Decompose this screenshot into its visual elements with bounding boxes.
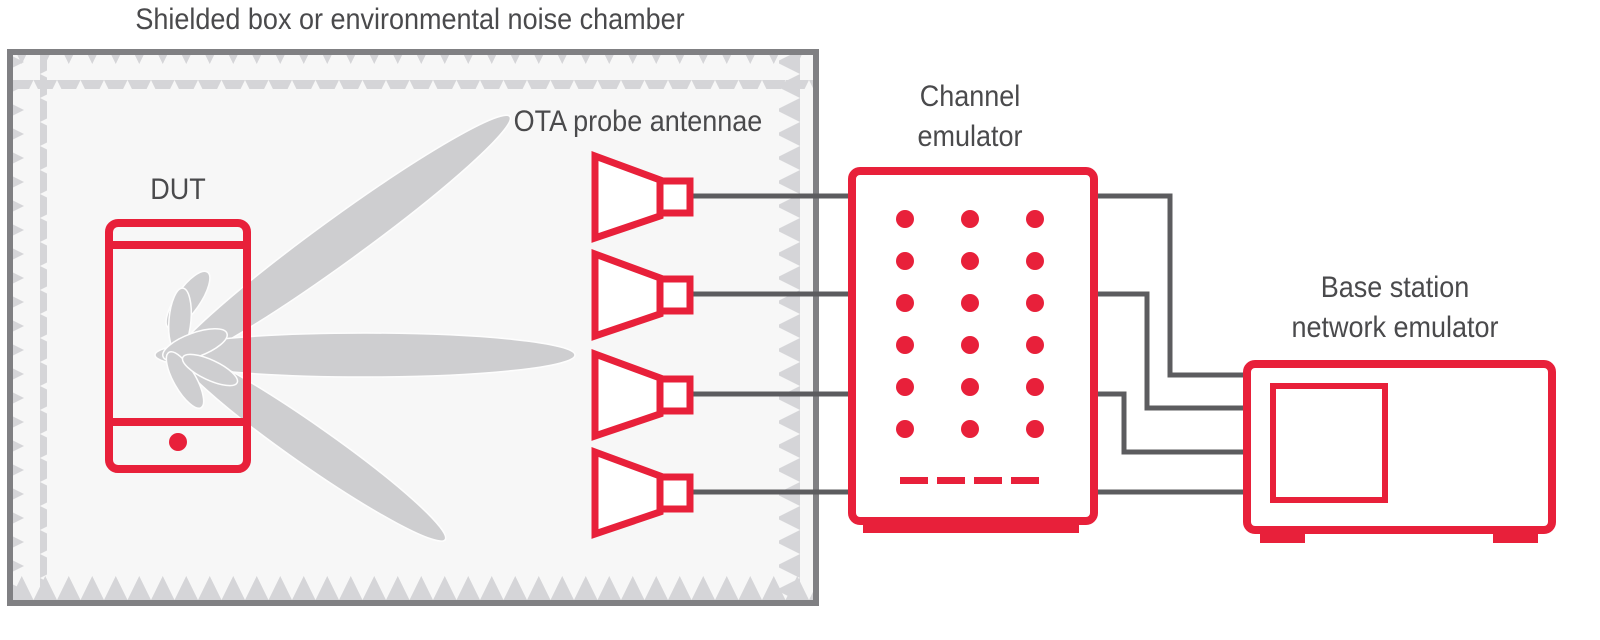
port-dot [961, 420, 979, 438]
base-station-label-line2: network emulator [1291, 311, 1499, 344]
rf-cables [691, 193, 1247, 495]
chamber-absorber-top [13, 55, 813, 89]
port-dot [961, 336, 979, 354]
port-dot [1026, 294, 1044, 312]
port-dot [961, 252, 979, 270]
ota-probe-antennas [591, 150, 694, 539]
cable-bs-1 [1094, 193, 1247, 378]
channel-emulator-label-line1: Channel [919, 80, 1021, 113]
port-dot [896, 252, 914, 270]
beam-lobe [154, 332, 576, 378]
channel-emulator-label-line2: emulator [917, 120, 1023, 153]
port-dot [961, 378, 979, 396]
port-dot [896, 336, 914, 354]
base-station-label-line1: Base station [1320, 271, 1470, 304]
channel-emulator-device [848, 167, 1098, 533]
port-dot [1026, 378, 1044, 396]
phone-home-button [169, 433, 187, 451]
dut-phone-icon [105, 219, 251, 473]
horn-antenna-icon [591, 348, 694, 441]
beam-lobe [181, 353, 239, 387]
horn-antenna-icon [591, 248, 694, 341]
chamber-absorber-bottom [13, 566, 813, 600]
cable-bs-3 [1094, 391, 1247, 455]
port-dot [1026, 210, 1044, 228]
radiation-pattern [154, 114, 576, 542]
port-dot [1026, 420, 1044, 438]
chamber-absorber-left [13, 55, 47, 600]
horn-antenna-icon [591, 150, 694, 243]
port-dot [896, 420, 914, 438]
base-station-emulator-device [1243, 360, 1556, 543]
chamber-label: Shielded box or environmental noise cham… [135, 3, 685, 36]
horn-antenna-icon [591, 446, 694, 539]
port-dot [1026, 336, 1044, 354]
port-dot [1026, 252, 1044, 270]
base-station-screen [1270, 383, 1388, 503]
ota-antenna-label: OTA probe antennae [513, 105, 763, 138]
beam-lobe [165, 350, 205, 410]
port-dot [896, 378, 914, 396]
phone-body [105, 219, 251, 473]
chamber-absorber-right [779, 55, 813, 600]
port-dot [961, 210, 979, 228]
channel-emulator-ports [896, 210, 1044, 438]
dut-label: DUT [150, 173, 206, 206]
port-dot [896, 210, 914, 228]
port-dot [961, 294, 979, 312]
cable-bs-2 [1094, 291, 1247, 411]
port-dot [896, 294, 914, 312]
channel-emulator-slots [900, 477, 1039, 484]
